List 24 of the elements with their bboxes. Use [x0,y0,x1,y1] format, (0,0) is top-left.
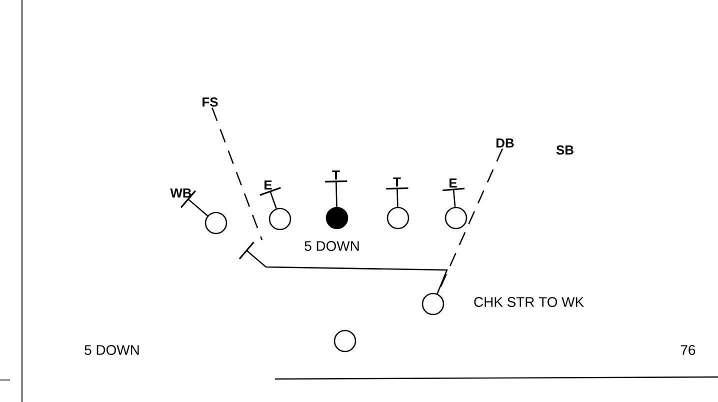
note-text: 5 DOWN [84,345,139,355]
block-line [260,187,281,209]
player-label: E [264,180,272,190]
player-label: WB [170,188,192,198]
route-line [212,108,263,240]
block-line [386,187,408,207]
player-label: T [393,178,401,186]
player-circle [268,208,292,230]
player-circle [386,206,410,230]
player-circle [334,330,356,352]
player-circle [204,212,228,234]
player-label: DB [496,138,514,148]
player-label: SB [556,145,574,155]
block-line [325,180,348,207]
player-circle [444,206,468,230]
player-circle [422,292,444,316]
player-label: FS [202,97,218,107]
player-label: E [450,178,457,188]
note-text: CHK STR TO WK [474,297,584,307]
edge-label: 5 DOWN [303,240,361,252]
player-label: T [332,170,340,180]
block-line [442,188,465,207]
note-text: 76 [680,345,696,355]
player-circle [326,206,348,230]
